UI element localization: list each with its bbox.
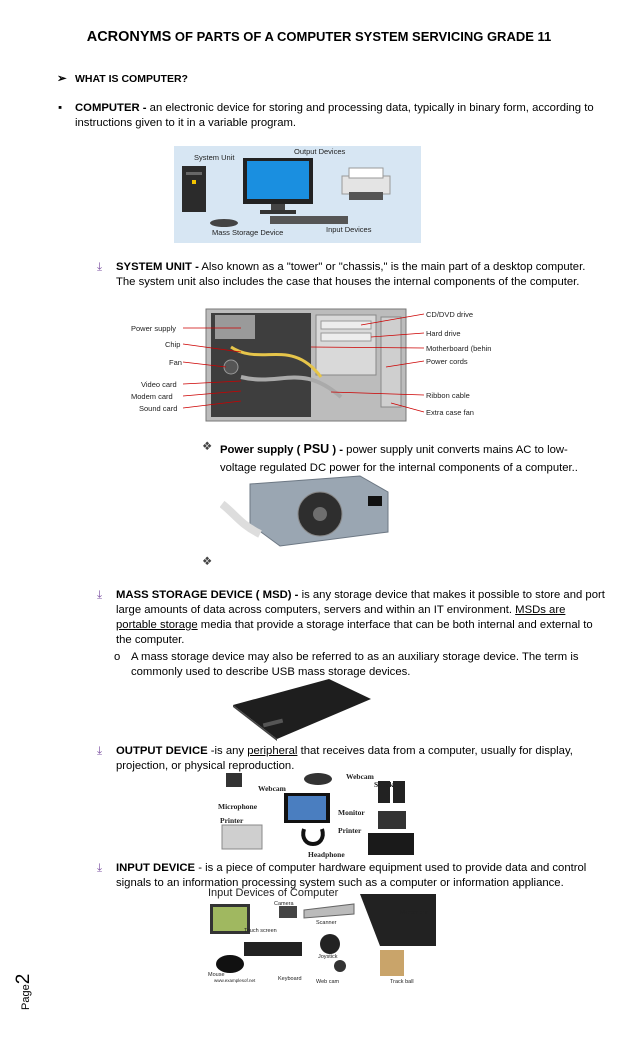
label-webcam-2: Webcam	[346, 772, 375, 781]
label-webcam-1: Webcam	[258, 784, 287, 793]
msd-term: MASS STORAGE DEVICE ( MSD) -	[116, 589, 299, 601]
label-chip: Chip	[165, 340, 180, 349]
output-link[interactable]: peripheral	[247, 745, 298, 757]
title-acronyms: ACRONYMS	[86, 29, 172, 45]
msd-subpoint: A mass storage device may also be referr…	[131, 651, 579, 678]
label-modem-card: Modem card	[131, 392, 173, 401]
output-text-2: that receives data from a computer, usua…	[116, 745, 573, 772]
system-unit-text: Also known as a "tower" or "chassis," is…	[116, 261, 586, 288]
msd-text-1: is any storage device that makes it poss…	[116, 589, 605, 616]
label-video-card: Video card	[141, 380, 177, 389]
msd-link[interactable]: MSDs are portable storage	[116, 604, 566, 631]
input-figure-title: Input Devices of Computer	[208, 887, 339, 899]
msd-text-2: media that provide a storage interface t…	[116, 619, 593, 646]
label-joystick: Joystick	[318, 954, 338, 960]
input-definition: INPUT DEVICE - is a piece of computer ha…	[116, 861, 606, 891]
label-power-cords: Power cords	[426, 357, 468, 366]
label-monitor: Monitor	[338, 808, 365, 817]
psu-definition: Power supply ( PSU ) - power supply unit…	[220, 440, 600, 477]
input-text: - is a piece of computer hardware equipm…	[116, 862, 587, 889]
left-labels: Power supply Chip Fan Video card Modem c…	[131, 324, 182, 413]
output-text-1: -is any	[207, 745, 248, 757]
psu-acronym: PSU	[303, 442, 330, 456]
title-rest: OF PARTS OF A COMPUTER SYSTEM SERVICING …	[171, 29, 552, 44]
computer-system-figure: System Unit Output Devices Mass Storage …	[174, 146, 421, 243]
system-unit-definition: SYSTEM UNIT - Also known as a "tower" or…	[116, 260, 606, 290]
label-keyboard: Keyboard	[278, 976, 302, 982]
label-fan: Fan	[169, 358, 182, 367]
page-number-value: 2	[13, 973, 34, 985]
page-title: ACRONYMS OF PARTS OF A COMPUTER SYSTEM S…	[0, 29, 638, 45]
computer-text: an electronic device for storing and pro…	[75, 102, 594, 129]
label-web-cam: Web cam	[316, 979, 340, 985]
label-system-unit: System Unit	[194, 153, 235, 162]
input-devices-figure: Input Devices of Computer Camera Scanner…	[208, 887, 436, 985]
label-camera: Camera	[274, 901, 295, 907]
page-label: Page	[20, 984, 32, 1010]
label-microphone: Microphone	[400, 910, 429, 916]
label-power-supply: Power supply	[131, 324, 176, 333]
label-printer-2: Printer	[338, 826, 362, 835]
label-cd-dvd-drive: CD/DVD drive	[426, 310, 473, 319]
diamond-bullet-icon: ❖	[202, 441, 213, 453]
arrow-bullet-icon: ➢	[57, 73, 67, 85]
label-output-devices: Output Devices	[294, 147, 346, 156]
label-extra-case-fan: Extra case fan	[426, 408, 474, 417]
external-hard-drive-image	[233, 679, 371, 741]
pin-bullet-icon: ⤓	[97, 862, 102, 874]
pin-bullet-icon: ⤓	[97, 261, 102, 273]
psu-term-end: ) -	[329, 444, 347, 456]
computer-term: COMPUTER -	[75, 102, 147, 114]
label-track-ball: Track ball	[390, 979, 414, 985]
label-mass-storage: Mass Storage Device	[212, 228, 283, 237]
label-speakers: Speakers	[374, 780, 403, 789]
output-devices-figure: Webcam Webcam Speakers Microphone Monito…	[218, 772, 414, 859]
label-microphone: Microphone	[218, 802, 258, 811]
label-printer-1: Printer	[220, 816, 244, 825]
system-unit-figure: Power supply Chip Fan Video card Modem c…	[131, 308, 491, 422]
psu-image	[220, 475, 389, 547]
label-headphone: Headphone	[308, 850, 345, 859]
label-scanner: Scanner	[316, 920, 337, 926]
page-number: Page2	[13, 974, 43, 1050]
label-input-devices: Input Devices	[326, 225, 372, 234]
output-term: OUTPUT DEVICE	[116, 745, 208, 757]
pin-bullet-icon: ⤓	[97, 745, 102, 757]
label-ribbon-cable: Ribbon cable	[426, 391, 470, 400]
source-site-text: www.examplesof.net	[214, 978, 256, 983]
label-sound-card: Sound card	[139, 404, 177, 413]
label-mouse: Mouse	[208, 972, 225, 978]
right-labels: CD/DVD drive Hard drive Motherboard (beh…	[426, 310, 491, 417]
computer-definition: COMPUTER - an electronic device for stor…	[75, 101, 605, 131]
section-heading: WHAT IS COMPUTER?	[75, 73, 188, 85]
msd-definition: MASS STORAGE DEVICE ( MSD) - is any stor…	[116, 588, 608, 648]
psu-text: power supply unit converts mains AC to l…	[220, 444, 578, 474]
output-definition: OUTPUT DEVICE -is any peripheral that re…	[116, 744, 596, 774]
psu-term: Power supply (	[220, 444, 304, 456]
pin-bullet-icon: ⤓	[97, 589, 102, 601]
diamond-bullet-icon-empty: ❖	[202, 556, 213, 568]
label-hard-drive: Hard drive	[426, 329, 461, 338]
square-bullet-icon: ▪	[58, 102, 63, 114]
circle-bullet-icon: o	[114, 651, 121, 663]
label-touch-screen: Touch screen	[244, 928, 277, 934]
label-motherboard: Motherboard (behind cables)	[426, 344, 491, 353]
system-unit-term: SYSTEM UNIT -	[116, 261, 199, 273]
input-term: INPUT DEVICE	[116, 862, 196, 874]
